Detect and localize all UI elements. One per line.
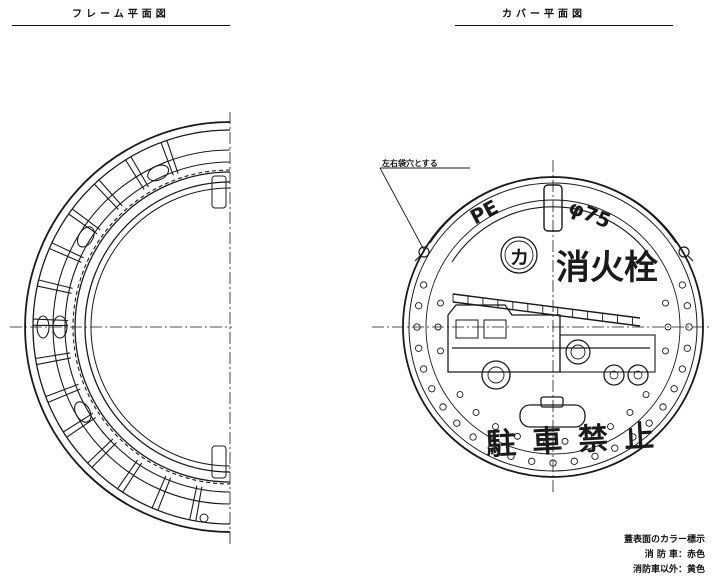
frame-rib <box>68 213 98 235</box>
frame-lugs <box>36 164 170 423</box>
frame-rib <box>195 486 203 522</box>
frame-lug <box>74 401 92 423</box>
frame-title-underline <box>12 25 230 26</box>
cover-surface-dots <box>413 281 693 467</box>
cover-dot <box>469 433 477 441</box>
cover-dot <box>420 281 428 289</box>
frame-lug <box>147 164 170 182</box>
cover-dot <box>428 385 436 393</box>
cover-dot <box>678 281 686 289</box>
frame-rib <box>189 485 198 520</box>
legend-other: 消防車以外：黄色 <box>632 565 705 575</box>
frame-rib <box>87 438 114 464</box>
cover-emblem-text: カ <box>510 247 530 269</box>
cover-centerlines <box>372 160 712 495</box>
cover-dot <box>415 344 423 352</box>
cover-dot <box>415 302 423 310</box>
frame-rib <box>125 159 145 190</box>
frame-rib <box>117 459 138 490</box>
frame-rib <box>151 475 167 509</box>
frame-rib <box>51 242 84 259</box>
frame-plan-view <box>10 112 232 545</box>
cover-dot <box>683 302 691 310</box>
cover-dot <box>662 299 669 307</box>
cover-dot <box>420 365 428 373</box>
cover-dot <box>645 419 653 427</box>
frame-right-lug-details <box>199 175 227 523</box>
cover-bottom-slot <box>519 396 586 428</box>
cover-dot <box>678 365 686 373</box>
cover-dot <box>664 323 672 331</box>
cover-dot <box>607 423 614 431</box>
cover-dot <box>642 391 650 399</box>
frame-rib <box>66 417 97 438</box>
legend-title: 蓋表面のカラー標示 <box>623 535 705 545</box>
frame-rib <box>166 140 179 174</box>
frame-rib <box>35 352 71 360</box>
frame-rib <box>91 442 117 468</box>
cover-dot <box>662 347 669 355</box>
frame-rib <box>36 357 72 366</box>
frame-rib <box>122 462 143 493</box>
frame-rib <box>45 383 79 398</box>
legend-fire-engine: 消 防 車：赤色 <box>644 550 705 560</box>
frame-rib <box>63 412 94 433</box>
cover-emblem <box>500 236 538 274</box>
cover-title-underline <box>455 25 673 26</box>
cover-dot <box>537 437 545 445</box>
cover-dot <box>585 432 592 440</box>
cover-dot <box>439 403 447 411</box>
frame-rib <box>38 279 73 289</box>
cover-dot <box>528 457 536 465</box>
hole-note-label: 左右袋穴とする <box>382 159 438 168</box>
cover-main-text: 消火栓 <box>556 248 658 288</box>
cover-dot <box>570 457 578 465</box>
cover-dot <box>472 409 480 416</box>
cover-dot <box>561 437 569 445</box>
frame-rib <box>37 285 72 294</box>
frame-rib <box>157 477 172 511</box>
frame-plan-title: フレーム平面図 <box>72 9 170 20</box>
cover-plan-title: カバー平面図 <box>502 9 586 20</box>
frame-rib <box>47 388 81 403</box>
cover-dot <box>629 433 637 441</box>
cover-dot <box>492 423 499 431</box>
frame-rib <box>98 179 123 207</box>
cover-dot <box>611 444 619 452</box>
cover-dot <box>437 347 444 355</box>
cover-dot <box>507 452 515 460</box>
cover-dot <box>514 432 521 440</box>
cover-dot <box>626 409 634 416</box>
frame-lug <box>76 226 95 248</box>
cover-dot <box>683 344 691 352</box>
frame-rib <box>130 156 149 188</box>
frame-rib <box>49 247 82 263</box>
hole-note-leader <box>379 167 425 251</box>
frame-rib <box>93 183 119 210</box>
cover-dot <box>591 452 599 460</box>
cover-dot <box>453 419 461 427</box>
frame-rib <box>160 142 174 176</box>
cover-plan-view <box>372 160 712 495</box>
frame-centerlines <box>10 112 232 545</box>
frame-rib <box>71 208 101 231</box>
cover-keyholes <box>414 246 694 262</box>
cover-dot <box>487 444 495 452</box>
fire-engine-illustration <box>447 293 656 390</box>
cover-dot <box>437 299 444 307</box>
cover-dot <box>670 385 678 393</box>
cover-dot <box>456 391 464 399</box>
cover-dot <box>659 403 667 411</box>
